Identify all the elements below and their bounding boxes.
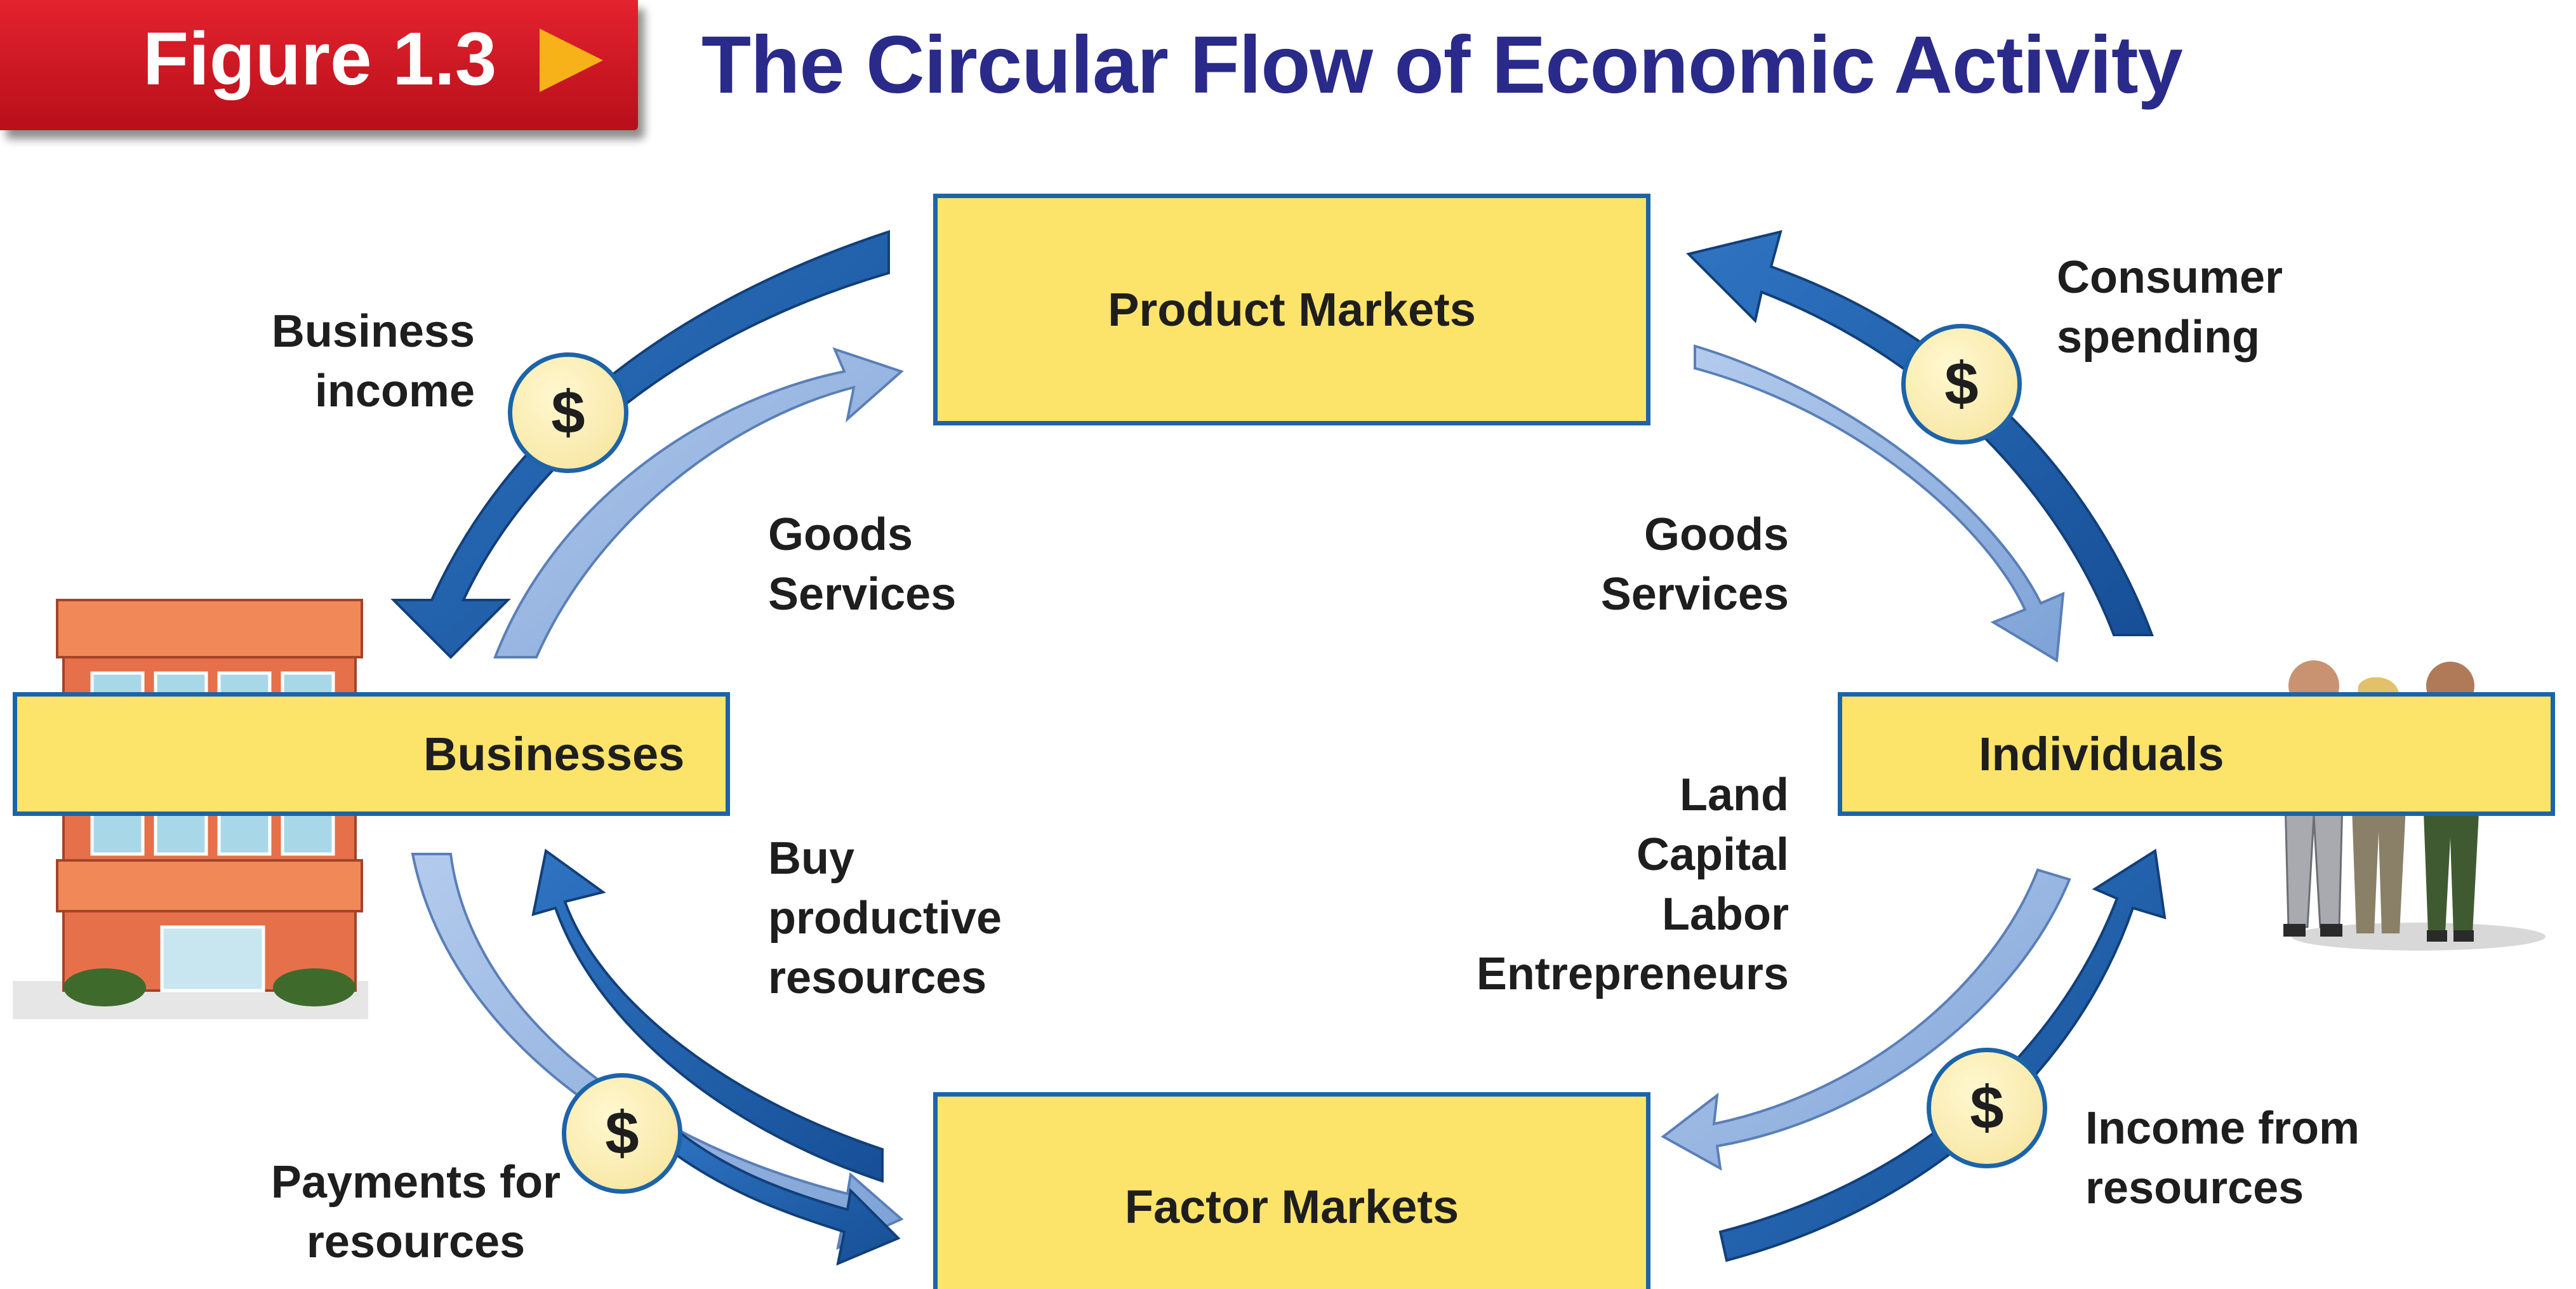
figure-tab: Figure 1.3 [0, 0, 638, 130]
factor-markets-box: Factor Markets [933, 1092, 1650, 1289]
buy-resources-label: Buy productive resources [768, 833, 1002, 1003]
dollar-coin-icon: $ [1927, 1048, 2047, 1168]
income-arrow [1718, 848, 2167, 1262]
payments-for-resources-label: Payments for resources [270, 1157, 561, 1267]
income-from-resources-label: Income from resources [2085, 1103, 2360, 1213]
individuals-box: Individuals [1838, 692, 2555, 816]
business-income-arrow [390, 230, 890, 659]
dollar-coin-icon: $ [562, 1073, 682, 1194]
goods-services-left-label: Goods Services [768, 509, 957, 620]
businesses-box: Businesses [13, 692, 730, 816]
resources-to-factor-arrow [1661, 868, 2071, 1171]
page-title: The Circular Flow of Economic Activity [701, 20, 2183, 110]
product-markets-box: Product Markets [933, 194, 1650, 425]
goods-to-individuals-arrow [1694, 344, 2065, 663]
figure-label: Figure 1.3 [143, 17, 497, 101]
goods-services-right-label: Goods Services [1600, 509, 1789, 620]
dollar-coin-icon: $ [508, 352, 628, 473]
buy-resources-arrow [531, 848, 884, 1183]
goods-to-product-arrow [493, 347, 904, 658]
business-income-label: Business income [271, 306, 475, 417]
consumer-spending-arrow [1686, 230, 2154, 636]
factors-label: Land Capital Labor Entrepreneurs [1476, 770, 1789, 999]
consumer-spending-label: Consumer spending [2057, 252, 2283, 363]
play-triangle-icon [540, 29, 603, 92]
dollar-coin-icon: $ [1901, 324, 2022, 444]
payments-lower-arrow [658, 1125, 901, 1266]
